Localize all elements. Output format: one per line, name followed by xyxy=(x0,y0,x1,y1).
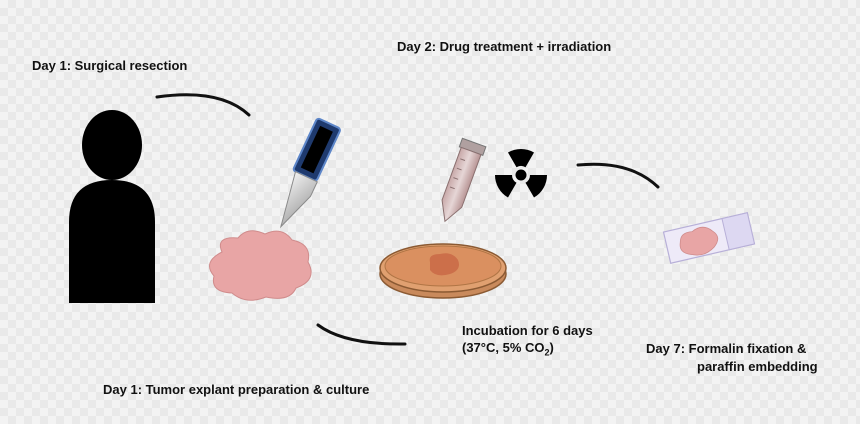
arrow-arc-resection xyxy=(155,93,251,117)
arrow-arc-treatment xyxy=(576,162,660,189)
day7-label-line2: paraffin embedding xyxy=(697,359,818,374)
radiation-icon xyxy=(494,148,548,198)
test-tube-icon xyxy=(441,137,487,223)
arrow-arc-culture xyxy=(316,323,407,346)
microscope-slide-icon xyxy=(662,212,756,264)
tumor-tissue-icon xyxy=(209,230,312,301)
petri-dish-icon xyxy=(379,243,507,299)
scalpel-icon xyxy=(279,117,341,229)
day1-resection-label: Day 1: Surgical resection xyxy=(32,58,188,73)
day1-explant-label: Day 1: Tumor explant preparation & cultu… xyxy=(103,382,370,397)
person-silhouette-icon xyxy=(69,110,155,303)
day7-label-line1: Day 7: Formalin fixation & xyxy=(646,341,807,356)
incubation-label-line1: Incubation for 6 days xyxy=(462,323,593,338)
incubation-label-line2: (37°C, 5% CO2) xyxy=(462,340,554,358)
day2-treatment-label: Day 2: Drug treatment + irradiation xyxy=(397,39,612,54)
